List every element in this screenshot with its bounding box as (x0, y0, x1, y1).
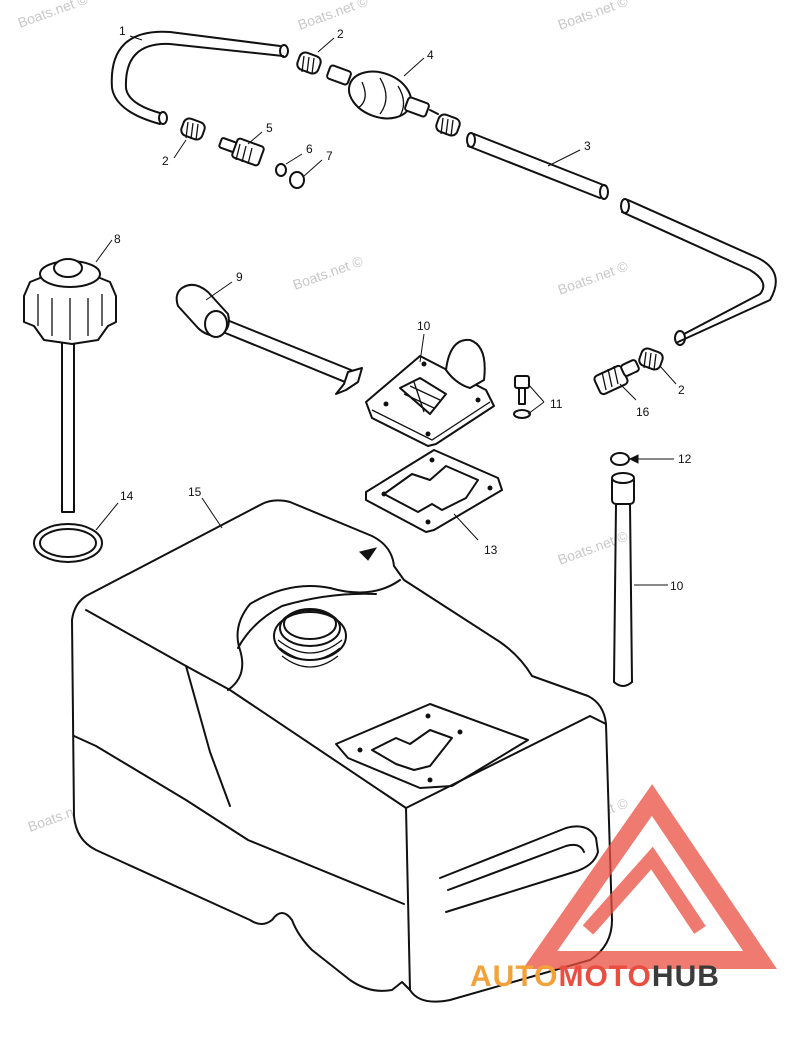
part-2-clamp (296, 51, 322, 75)
watermark: Boats.net © (16, 0, 91, 31)
part-2-clamp (180, 117, 206, 141)
watermark: Boats.net © (556, 257, 631, 297)
brand-triangle (522, 784, 777, 969)
part-8-fuel-cap (23, 258, 117, 513)
callout-labels: 1 2 4 2 5 6 7 3 8 9 10 11 16 2 12 13 10 … (114, 24, 692, 593)
callout-8: 8 (114, 232, 121, 246)
callout-4: 4 (427, 48, 434, 62)
part-13-gasket (365, 449, 503, 533)
callout-7: 7 (326, 149, 333, 163)
watermark: Boats.net © (556, 527, 631, 567)
callout-6: 6 (306, 142, 313, 156)
callout-1: 1 (119, 24, 126, 38)
part-16-connector (593, 359, 640, 396)
callout-2: 2 (162, 154, 169, 168)
callout-5: 5 (266, 121, 273, 135)
watermark: Boats.net © (296, 0, 371, 33)
callout-2: 2 (337, 27, 344, 41)
part-10-sender-plate (365, 338, 495, 447)
part-10-pickup-tube (611, 472, 635, 687)
callout-12: 12 (678, 452, 692, 466)
watermark: Boats.net © (291, 252, 366, 292)
brand-logo: AUTOMOTOHUB (470, 784, 777, 993)
part-2-clamp (435, 113, 461, 137)
part-12-o-ring (610, 452, 630, 466)
part-15-fuel-tank (71, 499, 613, 1003)
brand-hub: HUB (652, 960, 720, 993)
part-2-clamp (638, 347, 664, 371)
part-3-fuel-line (466, 132, 777, 346)
part-7-o-ring (289, 171, 305, 189)
callout-10: 10 (417, 319, 431, 333)
part-4-primer-bulb (326, 64, 439, 120)
part-6-o-ring (275, 163, 287, 177)
callout-9: 9 (236, 270, 243, 284)
brand-auto: AUTO (470, 960, 558, 993)
brand-moto: MOTO (558, 960, 651, 993)
callout-10: 10 (670, 579, 684, 593)
callout-11: 11 (550, 397, 563, 411)
callout-3: 3 (584, 139, 591, 153)
part-5-fitting (218, 137, 265, 167)
callout-16: 16 (636, 405, 650, 419)
svg-text:AUTOMOTOHUB: AUTOMOTOHUB (470, 960, 720, 993)
watermark: Boats.net © (556, 0, 631, 33)
callout-14: 14 (120, 489, 134, 503)
part-9-float-arm (175, 283, 363, 395)
part-14-gasket-ring (33, 523, 103, 563)
part-11-screw (513, 375, 531, 419)
part-1-fuel-hose (110, 30, 289, 125)
leader-lines (95, 35, 677, 586)
callout-13: 13 (484, 543, 498, 557)
callout-2: 2 (678, 383, 685, 397)
callout-15: 15 (188, 485, 202, 499)
